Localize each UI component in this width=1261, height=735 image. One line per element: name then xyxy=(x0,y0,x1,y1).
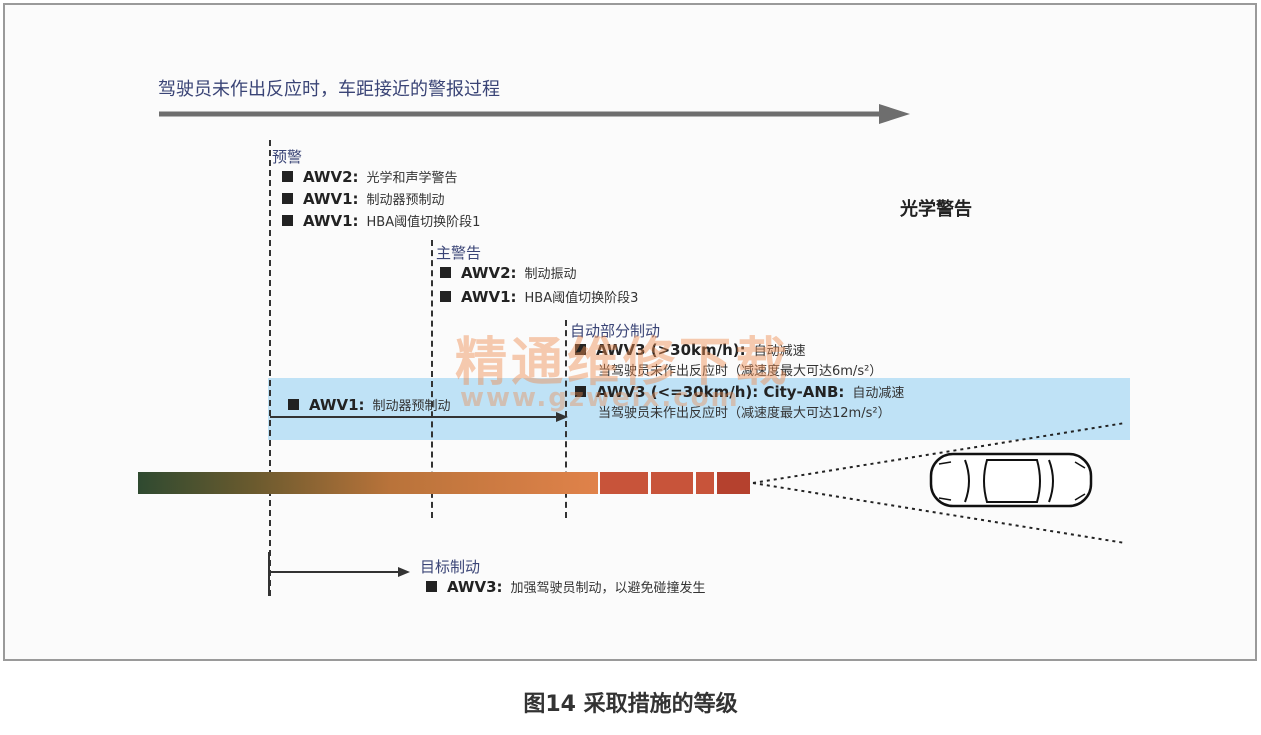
distance-gradient-bar xyxy=(138,472,598,494)
process-arrow-label: 驾驶员未作出反应时，车距接近的警报过程 xyxy=(158,79,500,100)
bullet-square-icon xyxy=(426,581,437,592)
item-desc: 制动器预制动 xyxy=(366,193,445,208)
target-braking-title: 目标制动 xyxy=(420,558,481,576)
auto-braking-divider xyxy=(565,320,567,518)
bullet-square-icon xyxy=(575,344,586,355)
auto-braking-subdesc: 当驾驶员未作出反应时（减速度最大可达6m/s²） xyxy=(598,364,883,379)
main-warning-divider xyxy=(431,240,433,518)
bullet-square-icon xyxy=(440,291,451,302)
figure-caption: 图14 采取措施的等级 xyxy=(523,692,738,717)
bar-segment xyxy=(696,472,714,494)
item-code: AWV3: xyxy=(447,577,503,596)
watermark-text: 精通维修下载 xyxy=(455,333,792,393)
auto-braking-item: AWV3 (>30km/h): 自动减速 xyxy=(575,340,806,359)
item-code: AWV3 (<=30km/h): City-ANB: xyxy=(596,382,845,401)
item-code: AWV1: xyxy=(303,211,359,230)
item-code: AWV1: xyxy=(461,287,517,306)
bar-segment xyxy=(600,472,648,494)
item-code: AWV1: xyxy=(309,395,365,414)
item-code: AWV2: xyxy=(461,263,517,282)
band-arrow xyxy=(270,412,568,422)
item-desc: HBA阈值切换阶段3 xyxy=(524,291,639,306)
watermark-url: www.gzweix.com xyxy=(460,383,740,413)
target-braking-item: AWV3: 加强驾驶员制动，以避免碰撞发生 xyxy=(426,577,706,596)
prewarning-divider xyxy=(269,140,271,596)
optical-warning-label: 光学警告 xyxy=(900,199,972,220)
main-warning-item: AWV2: 制动振动 xyxy=(440,263,577,282)
item-desc: 制动器预制动 xyxy=(372,399,451,414)
item-desc: 光学和声学警告 xyxy=(366,171,458,186)
car-icon xyxy=(929,452,1093,508)
item-code: AWV2: xyxy=(303,167,359,186)
item-desc: HBA阈值切换阶段1 xyxy=(366,215,481,230)
bullet-square-icon xyxy=(282,193,293,204)
prewarning-item: AWV2: 光学和声学警告 xyxy=(282,167,458,186)
item-code: AWV1: xyxy=(303,189,359,208)
target-braking-arrow xyxy=(268,552,410,596)
item-code: AWV3 (>30km/h): xyxy=(596,340,746,359)
main-warning-item: AWV1: HBA阈值切换阶段3 xyxy=(440,287,638,306)
auto-braking-band xyxy=(268,378,1130,440)
bar-segment xyxy=(717,472,750,494)
item-desc: 自动减速 xyxy=(852,386,905,401)
bar-segment xyxy=(651,472,693,494)
item-desc: 自动减速 xyxy=(753,344,806,359)
bullet-square-icon xyxy=(575,386,586,397)
bullet-square-icon xyxy=(282,215,293,226)
item-desc: 制动振动 xyxy=(524,267,577,282)
prewarning-item: AWV1: HBA阈值切换阶段1 xyxy=(282,211,480,230)
process-arrow xyxy=(159,104,910,124)
auto-braking-title: 自动部分制动 xyxy=(570,322,661,340)
prewarning-title: 预警 xyxy=(272,148,303,166)
main-warning-title: 主警告 xyxy=(436,244,482,262)
bullet-square-icon xyxy=(440,267,451,278)
bullet-square-icon xyxy=(282,171,293,182)
prewarning-item: AWV1: 制动器预制动 xyxy=(282,189,445,208)
band-item: AWV1: 制动器预制动 xyxy=(288,395,451,414)
auto-braking-subdesc: 当驾驶员未作出反应时（减速度最大可达12m/s²） xyxy=(598,406,891,421)
item-desc: 加强驾驶员制动，以避免碰撞发生 xyxy=(510,581,706,596)
auto-braking-item: AWV3 (<=30km/h): City-ANB: 自动减速 xyxy=(575,382,904,401)
bullet-square-icon xyxy=(288,399,299,410)
